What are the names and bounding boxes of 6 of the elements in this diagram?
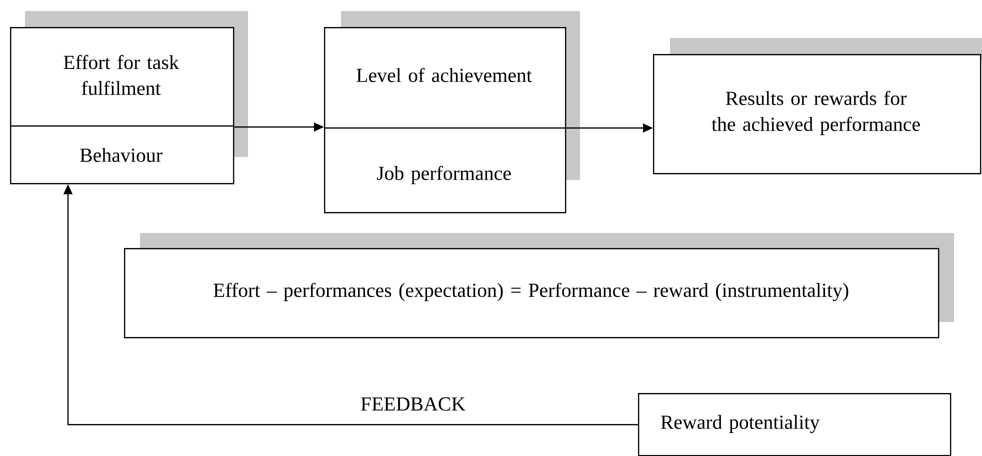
process-box: Effort – performances (expectation) = Performance – reward (instrumentality)	[124, 248, 940, 338]
process-box: Effort for task fulfilment Behaviour	[10, 27, 234, 184]
process-box: Reward potentiality	[638, 392, 952, 456]
edge-label: FEEDBACK	[361, 397, 466, 411]
process-box: Results or rewards for the achieved performance	[653, 54, 982, 174]
process-box: Level of achievement Job performance	[324, 27, 566, 214]
